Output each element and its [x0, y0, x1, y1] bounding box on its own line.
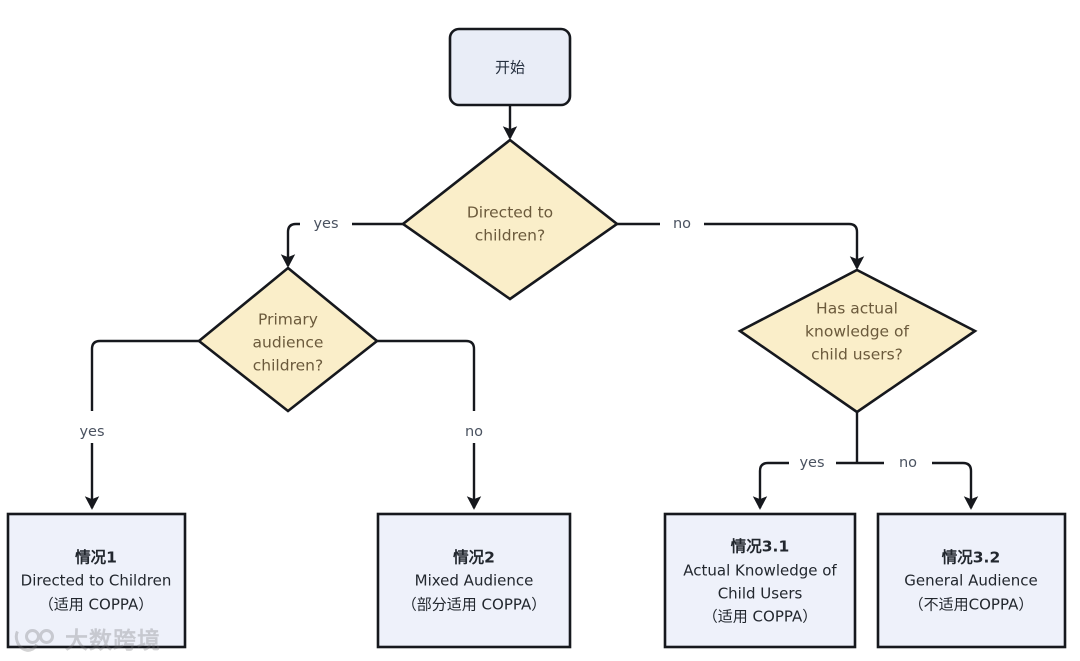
result-case1-shape	[6, 512, 187, 649]
result-case31-line2: Actual Knowledge of	[683, 562, 837, 580]
node-result-case32[interactable]: 情况3.2 General Audience （不适用COPPA）	[876, 512, 1067, 649]
result-case2-line3: （部分适用 COPPA）	[402, 596, 546, 614]
decision-primary-line3: children?	[253, 357, 323, 375]
node-decision-directed[interactable]: Directed to children?	[400, 138, 620, 301]
edge-directed-yes-seg2	[280, 222, 300, 268]
edge-label-directed-no: no	[673, 216, 691, 232]
result-case31-title: 情况3.1	[731, 537, 789, 556]
result-case31-line3: Child Users	[718, 585, 803, 603]
result-case32-line2: General Audience	[904, 572, 1038, 590]
node-result-case2[interactable]: 情况2 Mixed Audience （部分适用 COPPA）	[376, 512, 572, 649]
result-case1-line2: Directed to Children	[21, 572, 172, 590]
edge-label-directed-yes: yes	[313, 216, 338, 232]
decision-directed-shape	[400, 138, 620, 301]
decision-knowledge-line2: knowledge of	[805, 323, 909, 341]
edge-primary-yes-seg1	[90, 339, 199, 411]
result-case32-title: 情况3.2	[942, 548, 1000, 567]
edge-label-primary-yes: yes	[79, 424, 104, 440]
edge-primary-no-seg1	[377, 339, 476, 411]
decision-directed-line1: Directed to	[467, 204, 553, 222]
edge-label-knowledge-no: no	[899, 455, 917, 471]
start-label: 开始	[495, 59, 525, 77]
edge-label-primary-no: no	[465, 424, 483, 440]
decision-knowledge-line1: Has actual	[816, 300, 898, 318]
node-result-case31[interactable]: 情况3.1 Actual Knowledge of Child Users （适…	[663, 512, 857, 649]
node-result-case1[interactable]: 情况1 Directed to Children （适用 COPPA）	[6, 512, 187, 649]
edge-directed-no-seg2	[704, 222, 865, 270]
decision-primary-line1: Primary	[258, 311, 318, 329]
result-case2-line2: Mixed Audience	[415, 572, 534, 590]
result-case31-shape	[663, 512, 857, 649]
decision-primary-shape	[196, 266, 380, 413]
result-case1-line3: （适用 COPPA）	[39, 596, 153, 614]
node-decision-actual-knowledge[interactable]: Has actual knowledge of child users?	[737, 268, 978, 414]
node-decision-primary[interactable]: Primary audience children?	[196, 266, 380, 413]
decision-directed-line2: children?	[475, 227, 545, 245]
result-case1-title: 情况1	[75, 548, 117, 567]
node-start[interactable]: 开始	[448, 27, 572, 107]
result-case2-shape	[376, 512, 572, 649]
result-case2-title: 情况2	[453, 548, 495, 567]
decision-knowledge-shape	[737, 268, 978, 414]
decision-primary-line2: audience	[253, 334, 324, 352]
start-shape	[448, 27, 572, 107]
edge-knowledge-no-seg	[932, 461, 979, 510]
result-case32-line3: （不适用COPPA）	[909, 596, 1034, 614]
result-case32-shape	[876, 512, 1067, 649]
result-case31-line4: （适用 COPPA）	[703, 608, 817, 626]
edge-label-knowledge-yes: yes	[799, 455, 824, 471]
edge-knowledge-yes-seg	[752, 461, 789, 510]
decision-knowledge-line3: child users?	[811, 346, 903, 364]
